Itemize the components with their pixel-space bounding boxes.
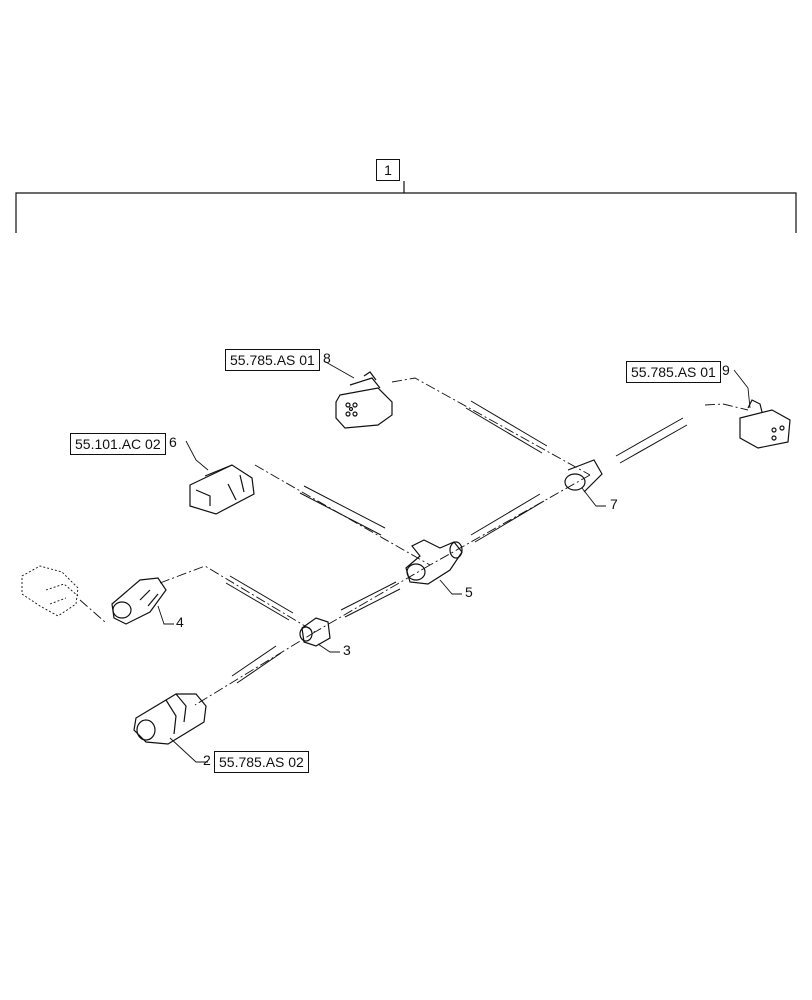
reference-label-6[interactable]: 55.101.AC 02 (70, 433, 166, 455)
wire-segments (225, 400, 688, 684)
assembly-item-label: 1 (376, 159, 400, 181)
callout-6: 6 (169, 434, 177, 450)
leader-lines (157, 360, 751, 763)
callout-9: 9 (722, 362, 730, 378)
splice-7 (564, 459, 603, 493)
reference-label-2[interactable]: 55.785.AS 02 (214, 751, 309, 773)
connector-4-mate (21, 565, 79, 617)
centerline-6-5 (254, 464, 431, 566)
callout-7: 7 (610, 496, 618, 512)
splice-5 (405, 539, 463, 585)
connector-4 (111, 577, 167, 625)
connector-8 (335, 371, 393, 429)
reference-label-9[interactable]: 55.785.AS 01 (626, 361, 721, 383)
callout-4: 4 (176, 614, 184, 630)
wire-segment-8 (465, 400, 548, 454)
centerline-4-ghost (79, 599, 106, 623)
callout-5: 5 (465, 584, 473, 600)
wire-segment-6 (299, 485, 386, 536)
reference-label-8[interactable]: 55.785.AS 01 (225, 349, 320, 371)
connector-6 (189, 464, 255, 515)
centerline-8-7 (391, 377, 591, 476)
callout-3: 3 (343, 642, 351, 658)
connector-2 (133, 693, 207, 745)
callout-8: 8 (323, 350, 331, 366)
callout-2: 2 (203, 752, 211, 768)
assembly-bracket (15, 192, 797, 233)
wire-segment-2 (231, 645, 282, 684)
wire-segment-4 (225, 575, 294, 621)
connector-9 (739, 399, 791, 449)
wire-segment-7-5 (470, 493, 545, 543)
centerline-3-2 (194, 631, 316, 706)
centerline-5-3 (314, 564, 431, 633)
wire-segment-9 (615, 417, 688, 464)
wire-segment-5-3 (340, 581, 401, 618)
splice-3 (299, 617, 331, 647)
centerline-7-5 (429, 474, 591, 566)
centerline-4-3 (159, 565, 316, 633)
centerline-9-7 (704, 403, 749, 411)
